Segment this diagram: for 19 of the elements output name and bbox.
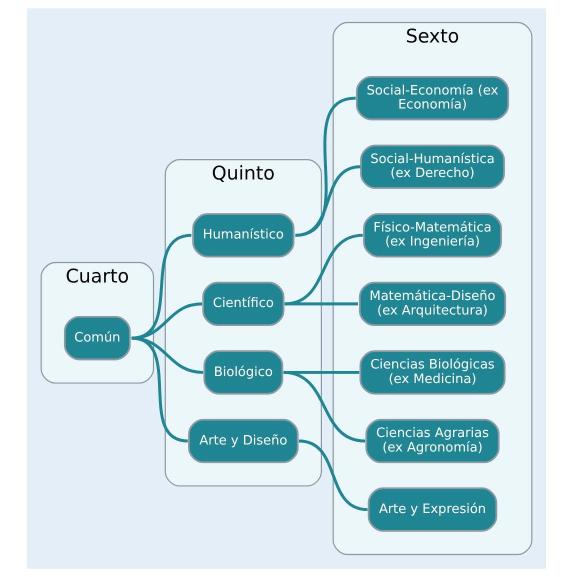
node-box: Arte y Diseño bbox=[188, 418, 298, 464]
node-box: Ciencias Agrarias (ex Agronomía) bbox=[364, 418, 500, 464]
connector bbox=[294, 165, 360, 237]
node-box: Social-Humanística (ex Derecho) bbox=[360, 144, 504, 189]
node-box: Humanístico bbox=[192, 213, 294, 258]
connector bbox=[284, 234, 362, 306]
node-box: Común bbox=[63, 316, 130, 360]
connector bbox=[298, 440, 368, 512]
connector bbox=[284, 302, 358, 306]
connector bbox=[130, 336, 188, 442]
node-box: Biológico bbox=[202, 350, 283, 395]
node-box: Social-Economía (ex Economía) bbox=[355, 76, 509, 120]
node-box: Arte y Expresión bbox=[367, 487, 497, 532]
node-box: Matemática-Diseño (ex Arquitectura) bbox=[358, 282, 506, 326]
node-box: Físico-Matemática (ex Ingeniería) bbox=[362, 213, 502, 258]
connector bbox=[282, 370, 365, 442]
connector bbox=[131, 302, 202, 340]
node-box: Ciencias Biológicas (ex Medicina) bbox=[359, 350, 505, 395]
node-box: Científico bbox=[202, 282, 284, 326]
